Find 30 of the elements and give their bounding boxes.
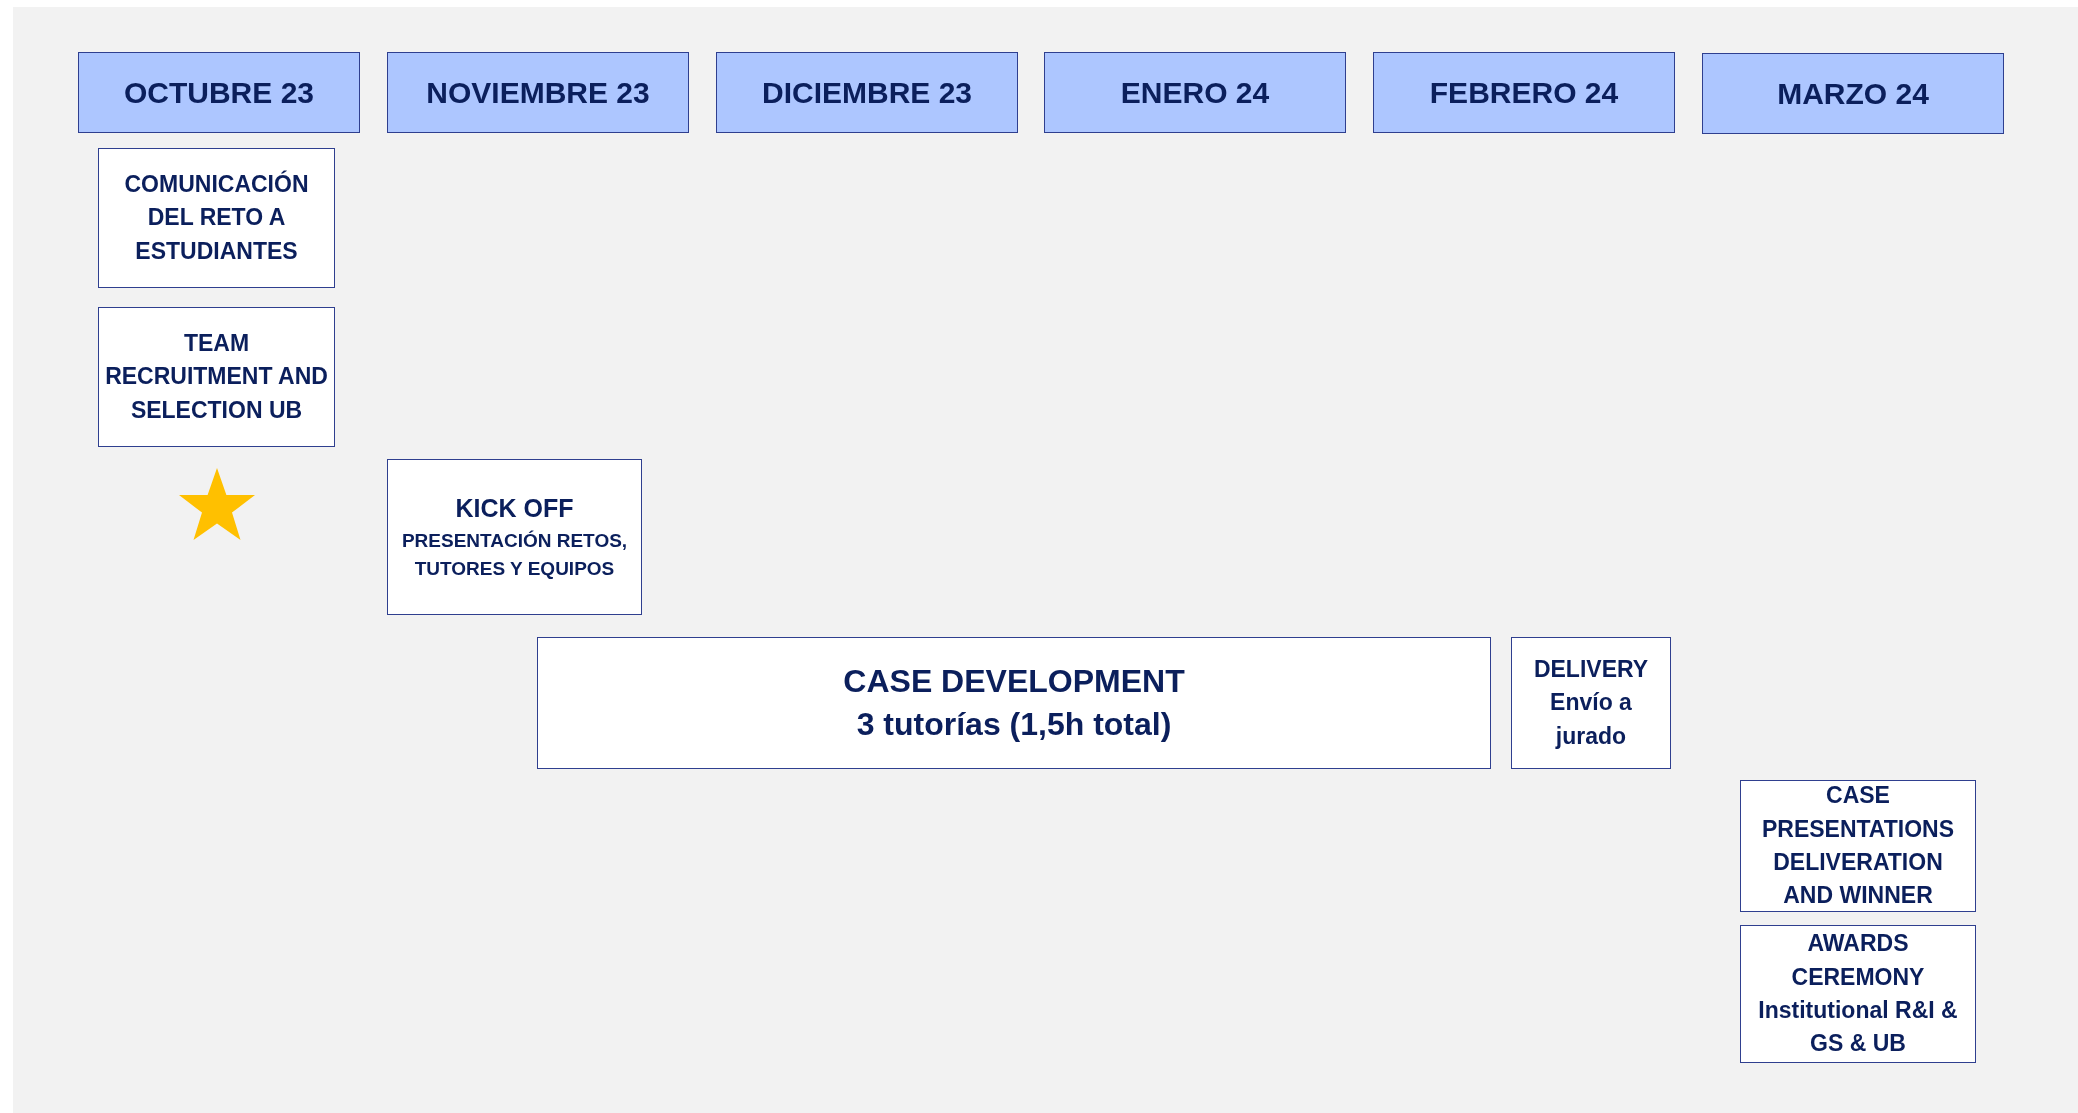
month-label: MARZO 24 [1777,76,1929,111]
activity-title: CASE DEVELOPMENT [843,661,1185,701]
activity-box [537,637,1491,769]
activity-box [98,307,335,447]
activity-title: COMUNICACIÓN DEL RETO A ESTUDIANTES [123,169,310,266]
month-label: DICIEMBRE 23 [761,75,972,110]
activity-detail: Institutional R&I & GS & UB [1757,996,1959,1059]
activity-box [1740,780,1976,912]
month-header [1373,52,1675,133]
month-header [387,52,689,133]
month-header [1044,52,1346,133]
activity-box [387,459,642,615]
activity-box [98,148,335,288]
month-header [716,52,1018,133]
month-label: FEBRERO 24 [1429,75,1619,110]
activity-box [1511,637,1671,769]
activity-detail: PRESENTACIÓN RETOS, TUTORES Y EQUIPOS [400,528,629,582]
month-header [78,52,360,133]
month-header [1702,53,2004,134]
month-label: NOVIEMBRE 23 [426,75,650,110]
activity-title: DELIVERY [1533,655,1649,684]
activity-title: CASE PRESENTATIONS DELIVERATION AND WINNER [1760,781,1956,911]
activity-detail: 3 tutorías (1,5h total) [856,705,1172,744]
activity-box [1740,925,1976,1063]
activity-title: TEAM RECRUITMENT AND SELECTION UB [105,329,328,425]
activity-title: AWARDS CEREMONY [1790,929,1926,992]
activity-title: KICK OFF [455,493,574,525]
month-label: OCTUBRE 23 [123,75,314,110]
activity-detail: Envío a jurado [1549,688,1633,751]
month-label: ENERO 24 [1120,75,1270,110]
